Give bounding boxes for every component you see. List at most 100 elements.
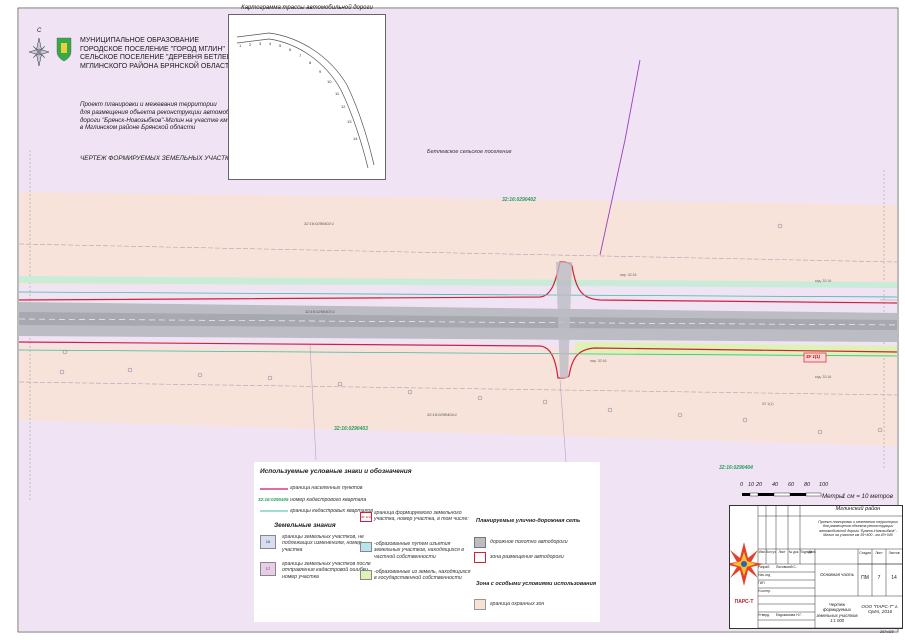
svg-text:кад. 32:16: кад. 32:16	[815, 279, 831, 283]
stamp-sheets-header: Листов	[888, 551, 900, 555]
purple-boundary-line	[599, 139, 626, 256]
legend-road-item-1: дорожное полотно автодороги	[490, 539, 568, 545]
stamp-company: ООО "ПАРС-Т" г. Орёл, 2016	[861, 604, 899, 615]
stamp-sheets: 14	[891, 575, 897, 581]
scale-units: Метры	[822, 493, 844, 500]
green-zone-upper	[19, 276, 897, 288]
parcel-callout-box	[803, 352, 827, 363]
legend-quarter-code: 32:16:0290405	[258, 497, 289, 502]
stamp-col-list: Лист	[778, 550, 786, 554]
inset-picket-label: 7	[299, 53, 302, 58]
inset-picket-label: 9	[319, 69, 322, 74]
inset-picket-label: 3	[259, 41, 262, 46]
stamp-role-4: Н.контр.	[758, 589, 772, 593]
stamp-role-2: Нач.отд	[758, 573, 771, 577]
legend-swatch-state	[360, 570, 372, 580]
stamp-col-koluch: Кол.уч	[766, 550, 776, 554]
inset-picket-label: 12	[341, 104, 346, 109]
scale-tick-label: 10	[748, 482, 755, 488]
inset-picket-label: 1	[239, 43, 242, 48]
project-description: Проект планировки и межевания территории…	[80, 101, 286, 132]
inset-picket-label: 14	[353, 136, 358, 141]
legend-land-item-2: границы земельных участков после отправл…	[282, 561, 371, 580]
parcel-callout: ЗУ 1(1)	[806, 354, 820, 359]
stamp-drawing: Чертеж формируемых земельных участков 1:…	[816, 602, 858, 624]
parcel-label-1: 32:16:0290402:1	[304, 221, 335, 226]
legend-section-land: Земельные знания	[274, 522, 336, 529]
stamp-col-doc: № док.	[788, 550, 800, 554]
scale-bar	[742, 492, 822, 497]
legend-swatch-16: 16	[260, 535, 276, 549]
legend-title: Используемые условные знаки и обозначени…	[260, 468, 412, 475]
inset-picket-label: 2	[249, 42, 252, 47]
legend-special-item-1: граница охранных зон	[490, 601, 545, 607]
legend-swatch-protection	[474, 599, 486, 610]
company-logo-icon	[730, 542, 764, 586]
stamp-role-5: Утверд.	[758, 613, 771, 617]
legend-section-special: Зона с особыми условиями использования	[476, 581, 597, 587]
inset-title: Картограмма трассы автомобильной дороги	[241, 5, 373, 11]
scale-tick-label: 80	[804, 482, 811, 488]
legend-swatch-private	[360, 542, 372, 552]
legend-item-quarter-number: номер кадастрового квартала	[290, 497, 367, 503]
stamp-name-5: Евдокимова Н.Г.	[776, 613, 802, 617]
inset-picket-label: 6	[289, 47, 292, 52]
legend-swatch-road	[474, 537, 486, 548]
stamp-role-3: ГИП	[758, 581, 765, 585]
legend-mid-item-1: граница формируемого земельного участка,…	[374, 510, 469, 523]
stamp-description: Проект планировки и межевания территории…	[818, 520, 898, 538]
inset-picket-label: 4	[269, 41, 272, 46]
svg-text:пар. 32:16: пар. 32:16	[620, 273, 637, 277]
stamp-role-1: Разраб.	[758, 565, 771, 569]
quarter-label-3: 32:16:0290404	[719, 465, 753, 471]
legend-land-item-1: границы земельных участков, не подлежащи…	[282, 534, 364, 553]
stamp-name-1: Лисовский С.	[776, 565, 797, 569]
legend-parcel-swatch: ЗУ 1(1)	[360, 512, 372, 522]
scale-tick-label: 40	[772, 482, 779, 488]
area-label: Бетлевское сельское поселение	[427, 149, 512, 155]
stamp-col-izm: Изм.	[758, 550, 766, 554]
stamp-sheet: 7	[877, 575, 881, 581]
company-logo-text: ПАРС-Т	[734, 599, 754, 605]
inset-picket-label: 13	[347, 119, 352, 124]
lower-protection-band	[19, 345, 897, 446]
legend-road-item-2: зона размещения автодороги	[490, 554, 564, 560]
svg-text:пар. 32:16: пар. 32:16	[590, 359, 607, 363]
stamp-main-part: Основная часть	[819, 572, 855, 577]
stamp-stage: ПМ	[861, 575, 869, 581]
drawing-title: ЧЕРТЕЖ ФОРМИРУЕМЫХ ЗЕМЕЛЬНЫХ УЧАСТКОВ	[80, 155, 238, 162]
legend-item-settlement: граница населенных пунктов	[290, 485, 363, 491]
stamp-stage-header: Стадия	[859, 551, 871, 555]
coat-of-arms-icon	[56, 37, 72, 62]
stamp-region: Мглинский район	[835, 506, 881, 512]
inset-picket-label: 10	[327, 79, 332, 84]
scale-tick-label: 60	[788, 482, 795, 488]
scale-tick-label: 0	[740, 482, 744, 488]
legend-mid-item-3: -образованные из земель, находящихся в г…	[374, 569, 471, 582]
scale-tick-label: 20	[756, 482, 763, 488]
legend-mid-item-2: -образованные путем изъятия земельных уч…	[374, 541, 464, 560]
parcel-label-3: 32:16:0290404:1	[427, 412, 458, 417]
legend-item-quarter-border: границы кадастровых кварталов	[290, 508, 373, 514]
inset-picket-label: 8	[309, 60, 312, 65]
legend-section-road: Планируемые улично-дорожная сеть	[476, 518, 581, 524]
parcel-label-2: 32:16:0290403:1	[305, 309, 336, 314]
legend: Используемые условные знаки и обозначени…	[254, 462, 600, 622]
north-arrow	[28, 37, 50, 67]
legend-swatch-road-zone	[474, 552, 486, 563]
stamp-sheet-header: Лист	[875, 551, 883, 555]
sheet-format: 297х420	[880, 630, 894, 634]
legend-swatch-17: 17	[260, 562, 276, 576]
quarter-label-2: 32:16:0290403	[334, 426, 368, 432]
title-block: ПАРС-Т Мглинский район Проект планировки…	[729, 505, 903, 629]
upper-protection-band	[19, 192, 897, 285]
route-inset: Картограмма трассы автомобильной дороги …	[228, 5, 386, 180]
inset-picket-label: 11	[335, 91, 340, 96]
north-label: С	[37, 28, 42, 34]
inset-picket-label: 5	[279, 43, 282, 48]
scale-tick-label: 100	[819, 482, 829, 488]
scale-note: 1 см = 10 метров	[842, 493, 893, 500]
stamp-col-sign: Подпись	[800, 550, 813, 554]
